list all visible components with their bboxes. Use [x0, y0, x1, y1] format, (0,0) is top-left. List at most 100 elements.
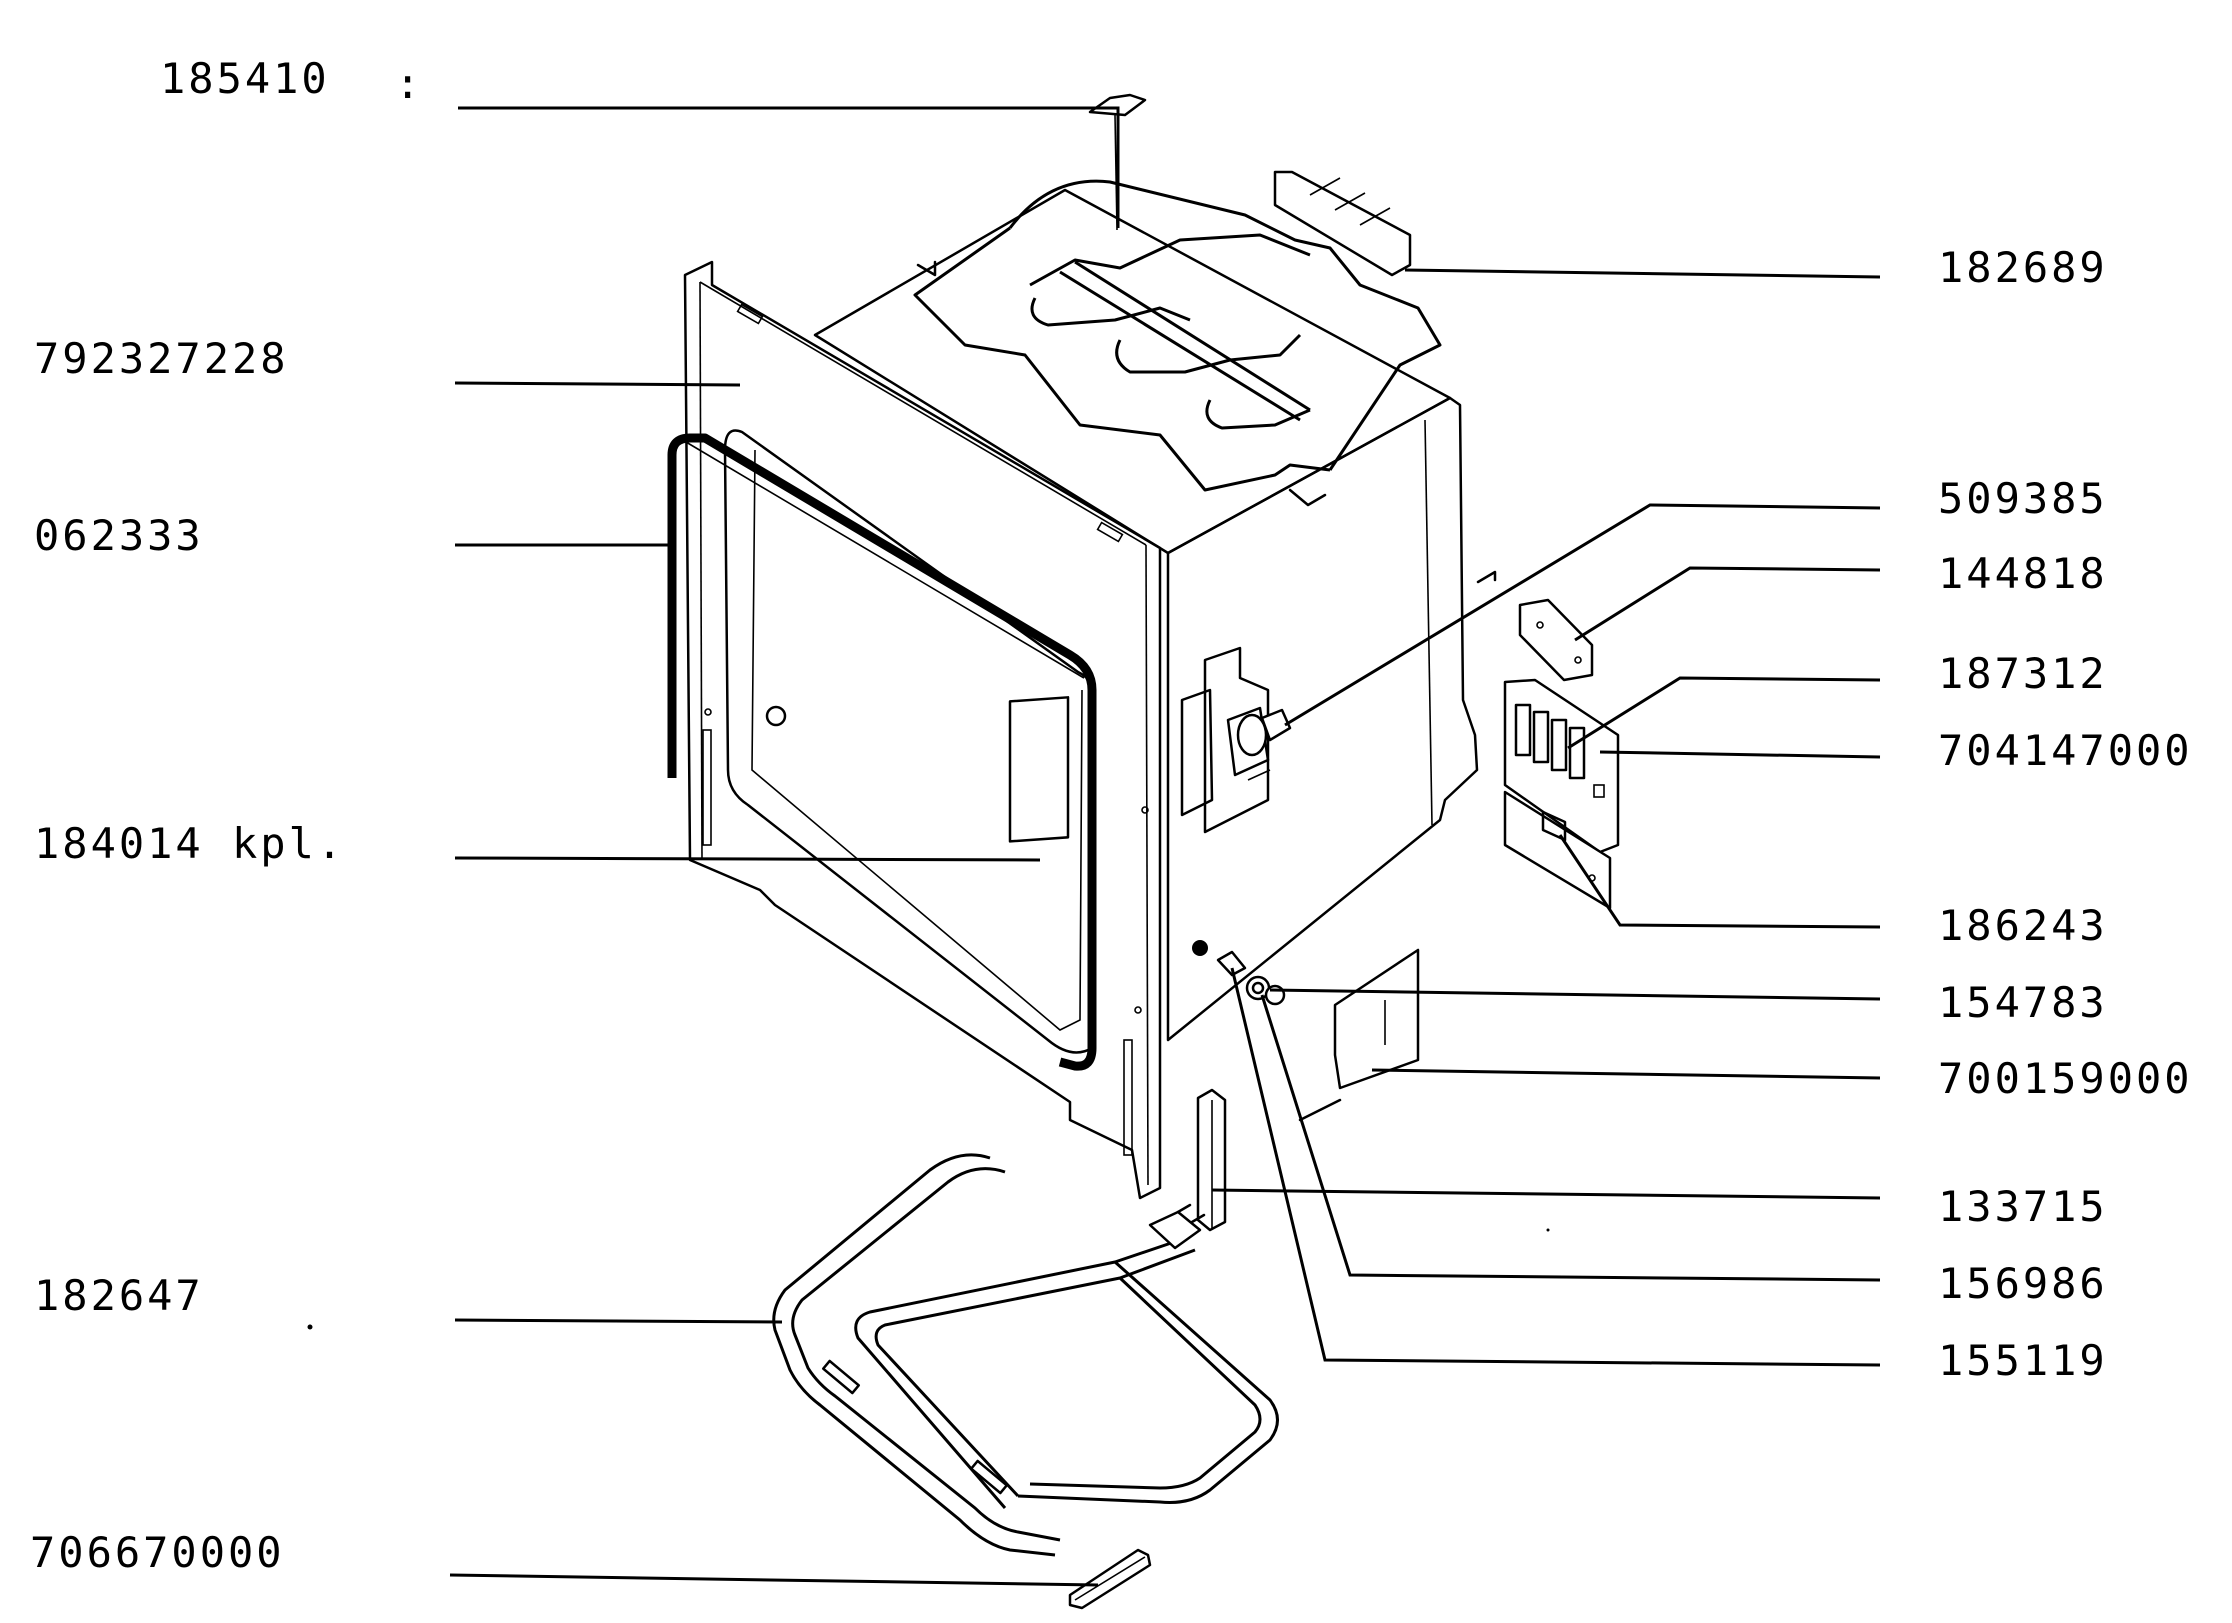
element-clamp: [1068, 1548, 1152, 1610]
leader-lines: [449, 106, 1881, 1587]
bottom-element-pin-1: [1176, 1203, 1192, 1214]
leader-185410: [458, 106, 1120, 228]
top-grill-element: [913, 93, 1442, 507]
heat-shield-tab: [1298, 1098, 1342, 1122]
grill-center-rod-2: [1074, 260, 1311, 412]
nut-bore: [1251, 981, 1265, 995]
terminal-slot-3: [1550, 718, 1568, 772]
frame-slot-right: [1123, 1039, 1133, 1156]
mounting-bracket: [1518, 598, 1594, 682]
muffle-right-face: [1166, 396, 1479, 1042]
scan-dot: [307, 1324, 313, 1330]
bottom-element-right-loop-inner: [1029, 1276, 1262, 1490]
thermostat-terminal: [1247, 769, 1271, 781]
grill-inner-coil-1: [1029, 233, 1311, 287]
frame-right-flange: [1145, 544, 1149, 1186]
label-144818: 144818: [1938, 549, 2108, 598]
cavity-fixing-point: [765, 705, 787, 727]
leader-700159000: [1371, 1068, 1881, 1080]
part-labels: 185410 : 792327228 062333 184014 kpl. 18…: [30, 54, 2193, 1577]
heat-shield: [1333, 948, 1420, 1090]
bottom-element-clip-1: [821, 1359, 861, 1395]
label-182689: 182689: [1938, 243, 2108, 292]
label-706670000: 706670000: [30, 1528, 285, 1577]
label-stray-mark: :: [395, 59, 423, 108]
thermostat-shaft-base: [1236, 713, 1268, 757]
thermostat-housing: [1203, 646, 1270, 834]
grill-center-rod: [1059, 270, 1301, 422]
grill-bracket-right: [1288, 488, 1327, 507]
label-186243: 186243: [1938, 901, 2108, 950]
scan-dot: [1546, 1228, 1550, 1232]
leader-182689: [1404, 268, 1881, 279]
frame-slot-top-right: [1096, 521, 1124, 543]
leader-133715: [1211, 1188, 1881, 1200]
terminal-pin-3: [1359, 207, 1391, 226]
door-seal-gasket: [667, 433, 1097, 1071]
grill-inner-coil-3: [1115, 333, 1302, 374]
label-509385: 509385: [1938, 474, 2108, 523]
bracket-hole-1: [1536, 621, 1544, 629]
bottom-heating-element: [772, 1153, 1279, 1557]
bracket-hole-2: [1574, 656, 1582, 664]
label-704147000: 704147000: [1938, 726, 2193, 775]
leader-182647: [454, 1318, 783, 1324]
label-187312: 187312: [1938, 649, 2108, 698]
grill-outer-loop-front: [913, 226, 1331, 492]
terminal-pin-2: [1334, 192, 1366, 211]
door-seal-edge: [685, 441, 1085, 679]
side-components: [1192, 570, 1620, 1232]
frame-hole-left: [704, 708, 712, 716]
cover-square-mark: [1593, 784, 1605, 798]
frame-slot-left: [702, 729, 712, 846]
thermostat-body: [1226, 706, 1270, 777]
frame-hole-mid: [1141, 806, 1149, 814]
oven-opening-inner-lip: [751, 449, 1083, 1031]
thermostat-side: [1180, 688, 1214, 817]
label-792327228: 792327228: [34, 334, 289, 383]
label-184014-kpl: 184014 kpl.: [34, 819, 345, 868]
leader-154783: [1269, 988, 1881, 1001]
leader-186243: [1558, 834, 1881, 929]
bottom-element-right-loop: [1017, 1260, 1279, 1504]
leader-704147000: [1599, 750, 1881, 759]
mounting-hole: [1192, 940, 1208, 956]
bottom-element-clip-2: [969, 1459, 1009, 1495]
label-062333: 062333: [34, 511, 204, 560]
terminal-slot-4: [1568, 726, 1586, 780]
bottom-element-terminal: [1148, 1210, 1202, 1250]
label-182647: 182647: [34, 1271, 204, 1320]
leader-706670000: [449, 1573, 1099, 1587]
grill-bracket-left: [916, 260, 937, 277]
rating-plate: [1008, 696, 1070, 843]
leader-792327228: [454, 381, 741, 387]
grill-outer-loop-back: [1008, 179, 1442, 471]
bottom-element-triangle-inner: [874, 1248, 1196, 1498]
leader-155119: [1230, 967, 1881, 1367]
leader-184014-kpl: [454, 856, 1041, 862]
frame-hole-right: [1134, 1006, 1142, 1014]
leader-144818: [1574, 566, 1881, 642]
leader-156986: [1260, 994, 1881, 1282]
screw-head: [1216, 950, 1247, 977]
label-133715: 133715: [1938, 1182, 2108, 1231]
terminal-slot-1: [1514, 703, 1532, 757]
bottom-element-pin-2: [1190, 1213, 1206, 1224]
leader-509385: [1284, 503, 1881, 727]
grill-inner-coil-2: [1030, 297, 1191, 327]
frame-left-flange: [699, 281, 703, 861]
terminal-pin-1: [1309, 177, 1341, 196]
label-155119: 155119: [1938, 1336, 2108, 1385]
leader-187312: [1567, 676, 1881, 750]
label-185410: 185410: [160, 54, 330, 103]
grill-terminal-block: [1273, 170, 1412, 277]
bottom-element-triangle-outer: [854, 1238, 1181, 1509]
terminal-slot-2: [1532, 710, 1550, 764]
label-154783: 154783: [1938, 978, 2108, 1027]
thermostat-shaft: [1260, 708, 1292, 742]
door-seal: [667, 433, 1097, 1071]
muffle-rear-seam: [1424, 419, 1433, 826]
grill-inner-coil-4: [1205, 399, 1311, 430]
element-clamp-fold: [1074, 1556, 1146, 1601]
